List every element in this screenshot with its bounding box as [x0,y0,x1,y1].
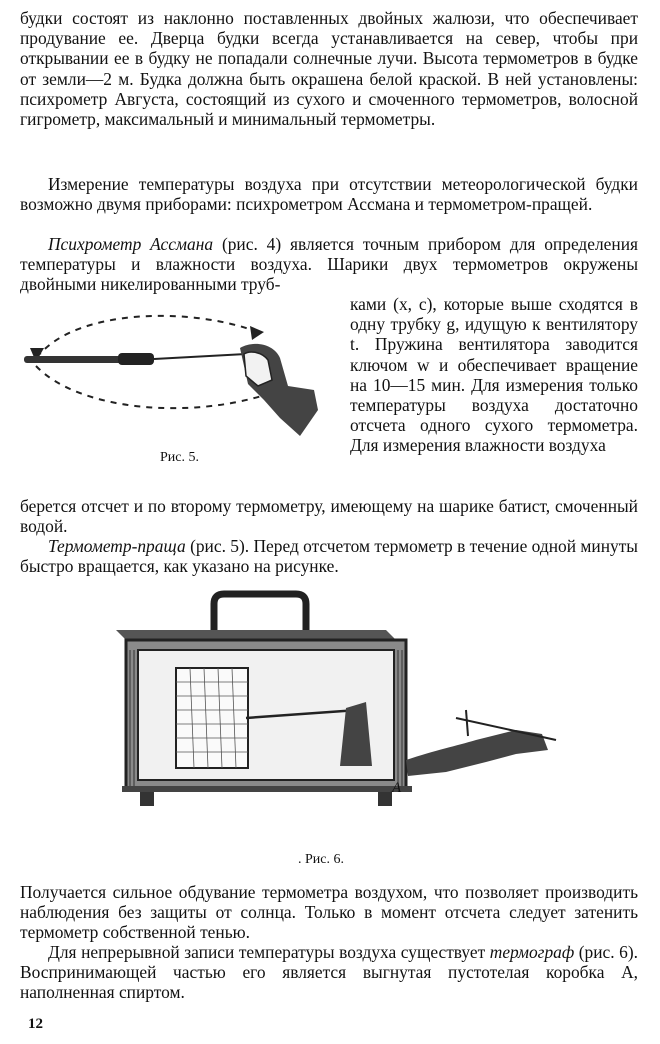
page-number: 12 [28,1016,43,1032]
sling-text: (рис. 5). Перед отсчетом термометр в теч… [20,536,638,577]
thermograph-text-1: Для непрерывной записи температуры возду… [48,942,490,962]
paragraph-assmann-end: берется отсчет и по второму термометру, … [20,496,638,537]
figure-6-caption: . Рис. 6. [298,852,344,867]
term-thermograph: термограф [489,942,575,962]
term-assmann: Психрометр Ассмана [48,234,214,254]
figure-6-thermograph [116,590,557,806]
paragraph-assmann-wrap: ками (x, c), которые выше сходятся в одн… [350,294,638,456]
paragraph-airflow: Получается сильное обдувание термометра … [20,882,638,943]
figure-6-label-a: А [392,780,402,796]
term-sling-thermometer: Термометр-праща [48,536,186,556]
paragraph-measurement: Измерение температуры воздуха при отсутс… [20,174,638,215]
figure-5-caption: Рис. 5. [160,450,199,465]
paragraph-sling: Термометр-праща (рис. 5). Перед отсчетом… [20,536,638,576]
paragraph-assmann-start: Психрометр Ассмана (рис. 4) является точ… [20,234,638,295]
thermograph-text-2: (рис. 6). Воспринимающей частью его явля… [20,942,638,1003]
paragraph-thermograph: Для непрерывной записи температуры возду… [20,942,638,1003]
figure-5-sling-thermometer [24,314,318,436]
paragraph-booth: будки состоят из наклонно поставленных д… [20,8,638,130]
assmann-text: (рис. 4) является точным прибором для оп… [20,234,639,295]
